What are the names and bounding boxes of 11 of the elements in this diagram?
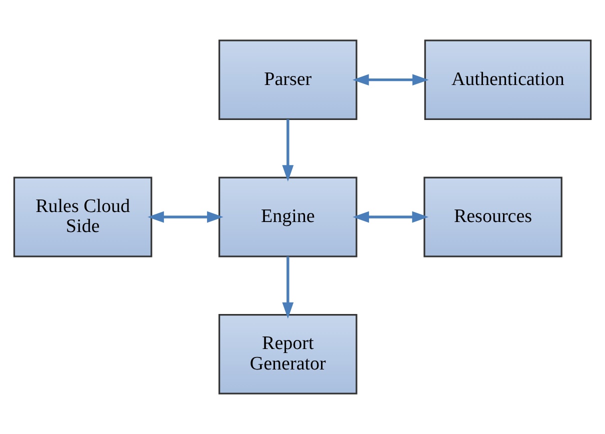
node-box: Parser <box>218 40 358 120</box>
node-box: Resources <box>424 176 562 258</box>
node-box: Engine <box>218 176 358 258</box>
node-box: Report Generator <box>218 314 358 394</box>
arrow <box>352 211 428 223</box>
arrow <box>282 256 294 319</box>
arrow <box>352 74 429 86</box>
node-box: Authentication <box>424 40 592 120</box>
arrow <box>148 211 224 223</box>
node-box: Rules Cloud Side <box>13 176 152 258</box>
arrow <box>282 119 294 182</box>
